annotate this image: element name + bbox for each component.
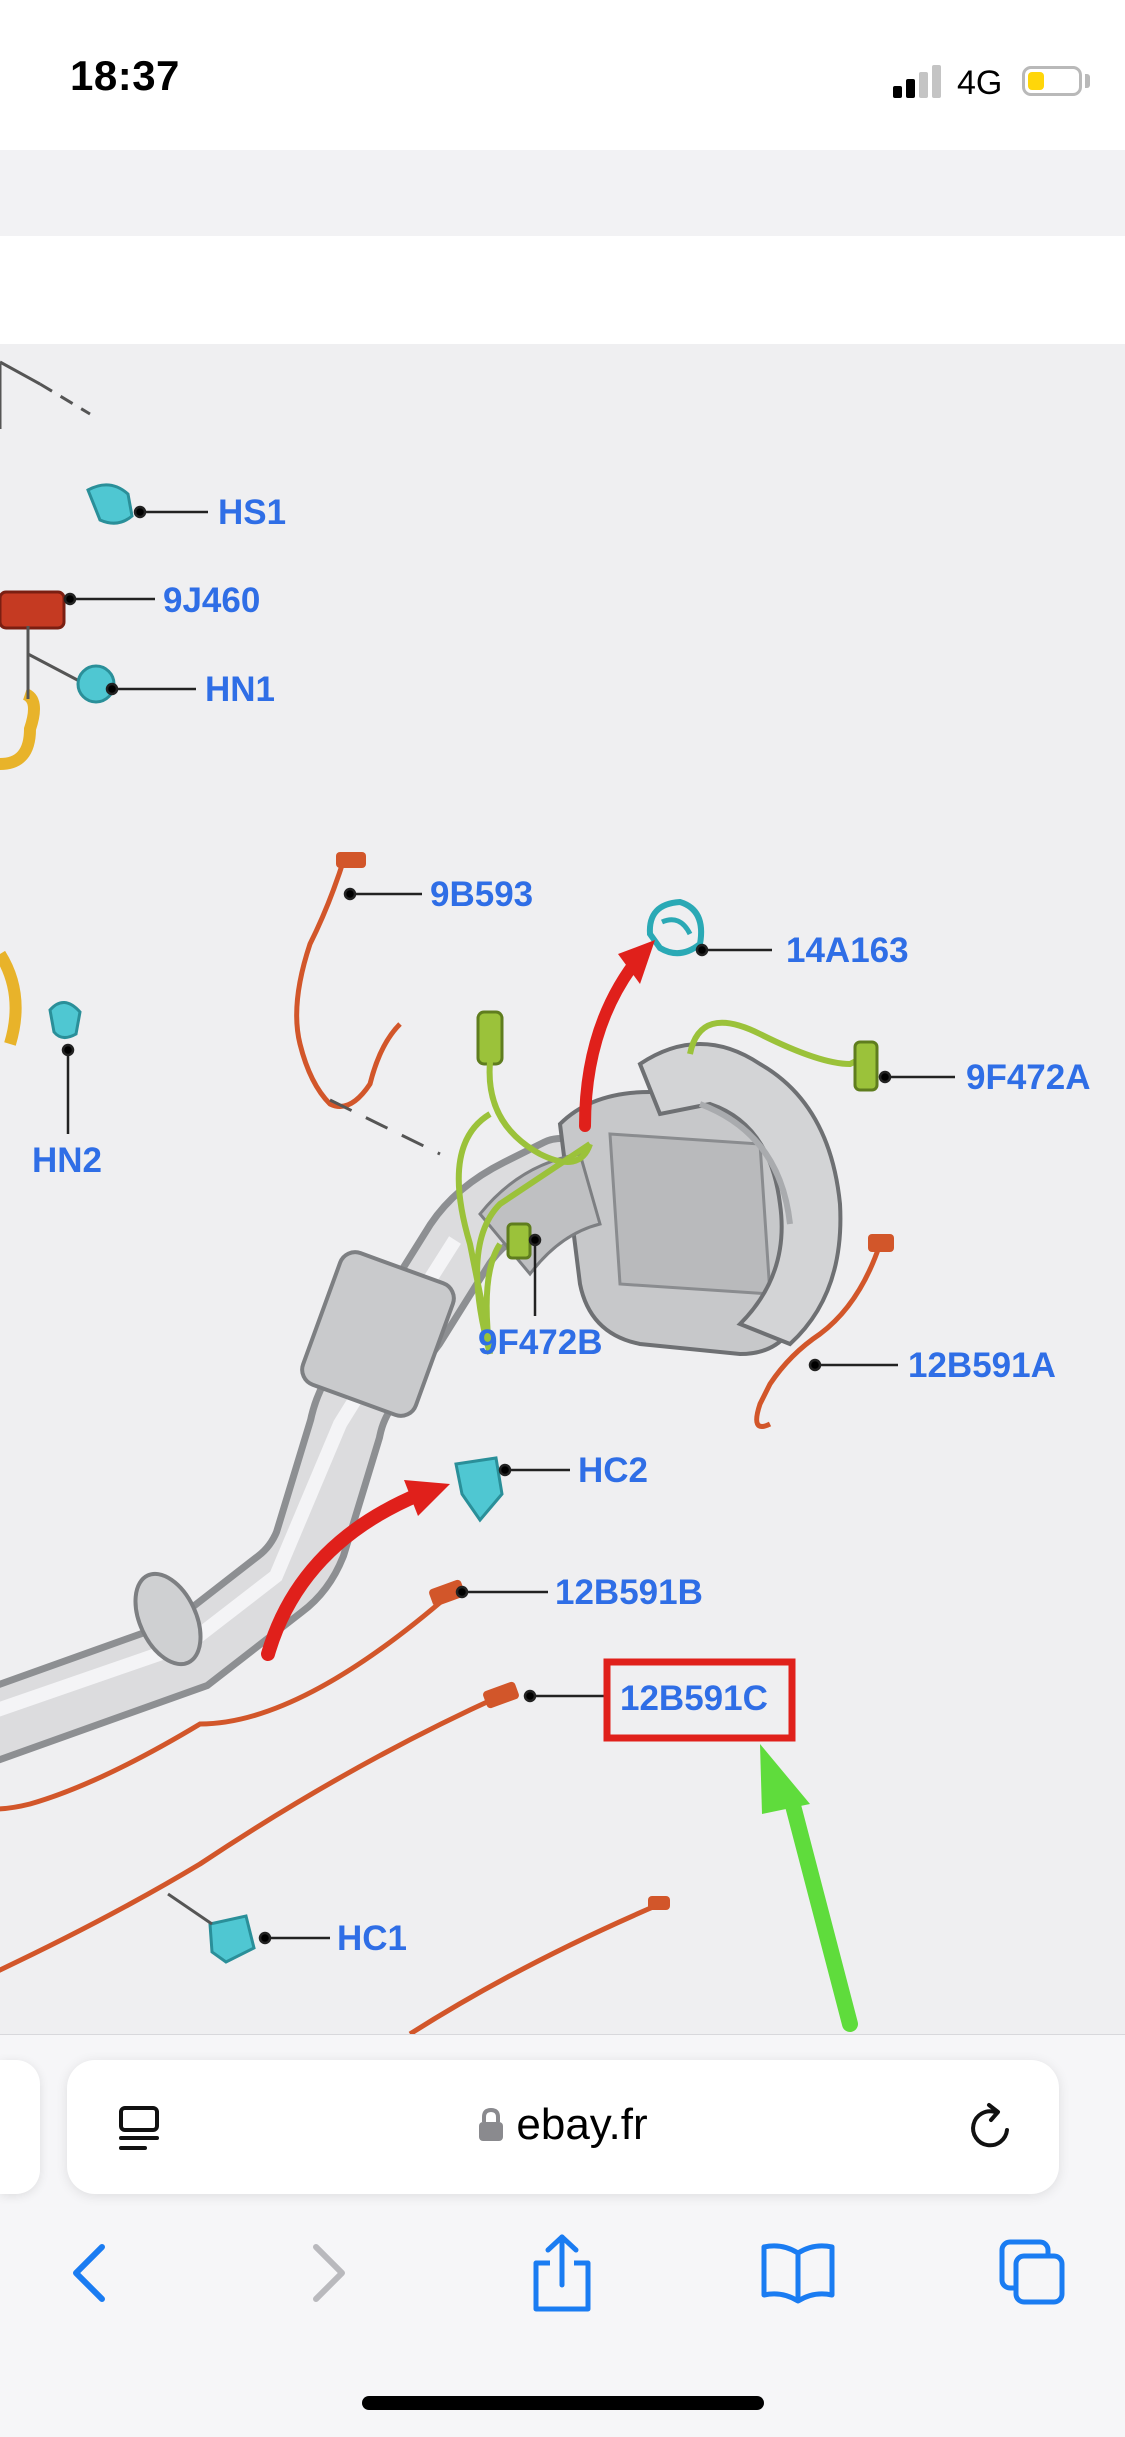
address-bar[interactable]: ebay.fr xyxy=(67,2060,1059,2194)
battery-icon xyxy=(1022,66,1082,96)
sensor-wire-12b591c xyxy=(0,1693,502,1973)
sensor-plug-12b591b xyxy=(429,1579,465,1607)
sensor-plug-9f472a xyxy=(853,1040,879,1092)
reload-icon[interactable] xyxy=(965,2102,1017,2154)
bookmarks-icon xyxy=(761,2243,835,2304)
cellular-signal-icon xyxy=(893,64,943,98)
sensor-wire-12b591b xyxy=(0,1592,452,1812)
sensor-plug-9b593 xyxy=(336,852,366,868)
label-14a163: 14A163 xyxy=(786,931,909,970)
lock-icon xyxy=(479,2108,504,2141)
home-indicator[interactable] xyxy=(362,2396,764,2410)
status-time: 18:37 xyxy=(70,52,180,99)
sensor-wire-12b591a xyxy=(754,1243,883,1429)
forward-chevron-icon xyxy=(313,2244,345,2302)
label-12b591b: 12B591B xyxy=(555,1573,703,1612)
clip-14a163 xyxy=(646,898,704,957)
status-bar: 18:37 4G xyxy=(0,0,1125,150)
page-header-band xyxy=(0,150,1125,236)
label-hc2: HC2 xyxy=(578,1451,648,1490)
hose-yellow-mid xyxy=(0,950,22,1046)
part-9j460 xyxy=(0,590,66,630)
tabs-button[interactable] xyxy=(978,2218,1088,2328)
forward-button[interactable] xyxy=(275,2218,385,2328)
url-text: ebay.fr xyxy=(516,2100,648,2149)
clip-hc2 xyxy=(454,1456,504,1523)
parts-diagram: HS1 9J460 HN1 9B593 14A163 HN2 9F472A 9F… xyxy=(0,344,1125,2034)
url-display[interactable]: ebay.fr xyxy=(67,2100,1059,2150)
label-9f472b: 9F472B xyxy=(478,1323,603,1362)
clip-hn2 xyxy=(48,1001,82,1039)
clip-hs1 xyxy=(86,483,134,525)
back-button[interactable] xyxy=(33,2218,143,2328)
label-hs1: HS1 xyxy=(218,493,286,532)
network-type: 4G xyxy=(957,64,1003,102)
parts-diagram-svg: HS1 9J460 HN1 9B593 14A163 HN2 9F472A 9F… xyxy=(0,360,1091,2034)
sensor-wire-9f472a xyxy=(687,1019,872,1068)
green-arrow xyxy=(782,1786,858,2032)
label-hc1: HC1 xyxy=(337,1919,407,1958)
bookmarks-button[interactable] xyxy=(743,2218,853,2328)
share-icon xyxy=(533,2234,591,2312)
browser-toolbar xyxy=(0,2218,1125,2328)
flex-section xyxy=(300,1250,456,1418)
label-hn2: HN2 xyxy=(32,1141,102,1180)
battery-tip xyxy=(1085,74,1090,88)
tabs-icon xyxy=(999,2239,1065,2305)
highlight-box-12b591c xyxy=(603,1658,796,1742)
label-9j460: 9J460 xyxy=(163,581,260,620)
sensor-wire-9b593 xyxy=(294,855,402,1109)
label-12b591c: 12B591C xyxy=(620,1679,768,1718)
label-hn1: HN1 xyxy=(205,670,275,709)
pipe-clamp xyxy=(133,1571,203,1667)
previous-tab-edge[interactable] xyxy=(0,2060,40,2194)
sensor-plug-12b591a xyxy=(868,1234,894,1252)
label-12b591a: 12B591A xyxy=(908,1346,1056,1385)
hose-yellow-top xyxy=(0,688,40,770)
sensor-plug-12b591c xyxy=(483,1681,519,1709)
label-9f472a: 9F472A xyxy=(966,1058,1091,1097)
back-chevron-icon xyxy=(73,2244,105,2302)
page-subheader-band xyxy=(0,236,1125,344)
red-arrow-14a163 xyxy=(579,950,646,1132)
sensor-plug-9f472b xyxy=(476,1010,504,1066)
red-arrow-hc2 xyxy=(261,1487,427,1661)
clip-hc1 xyxy=(167,1892,256,1964)
label-9b593: 9B593 xyxy=(430,875,533,914)
turbo-elbow xyxy=(637,1042,843,1347)
share-button[interactable] xyxy=(507,2218,617,2328)
reader-mode-icon[interactable] xyxy=(117,2104,161,2152)
